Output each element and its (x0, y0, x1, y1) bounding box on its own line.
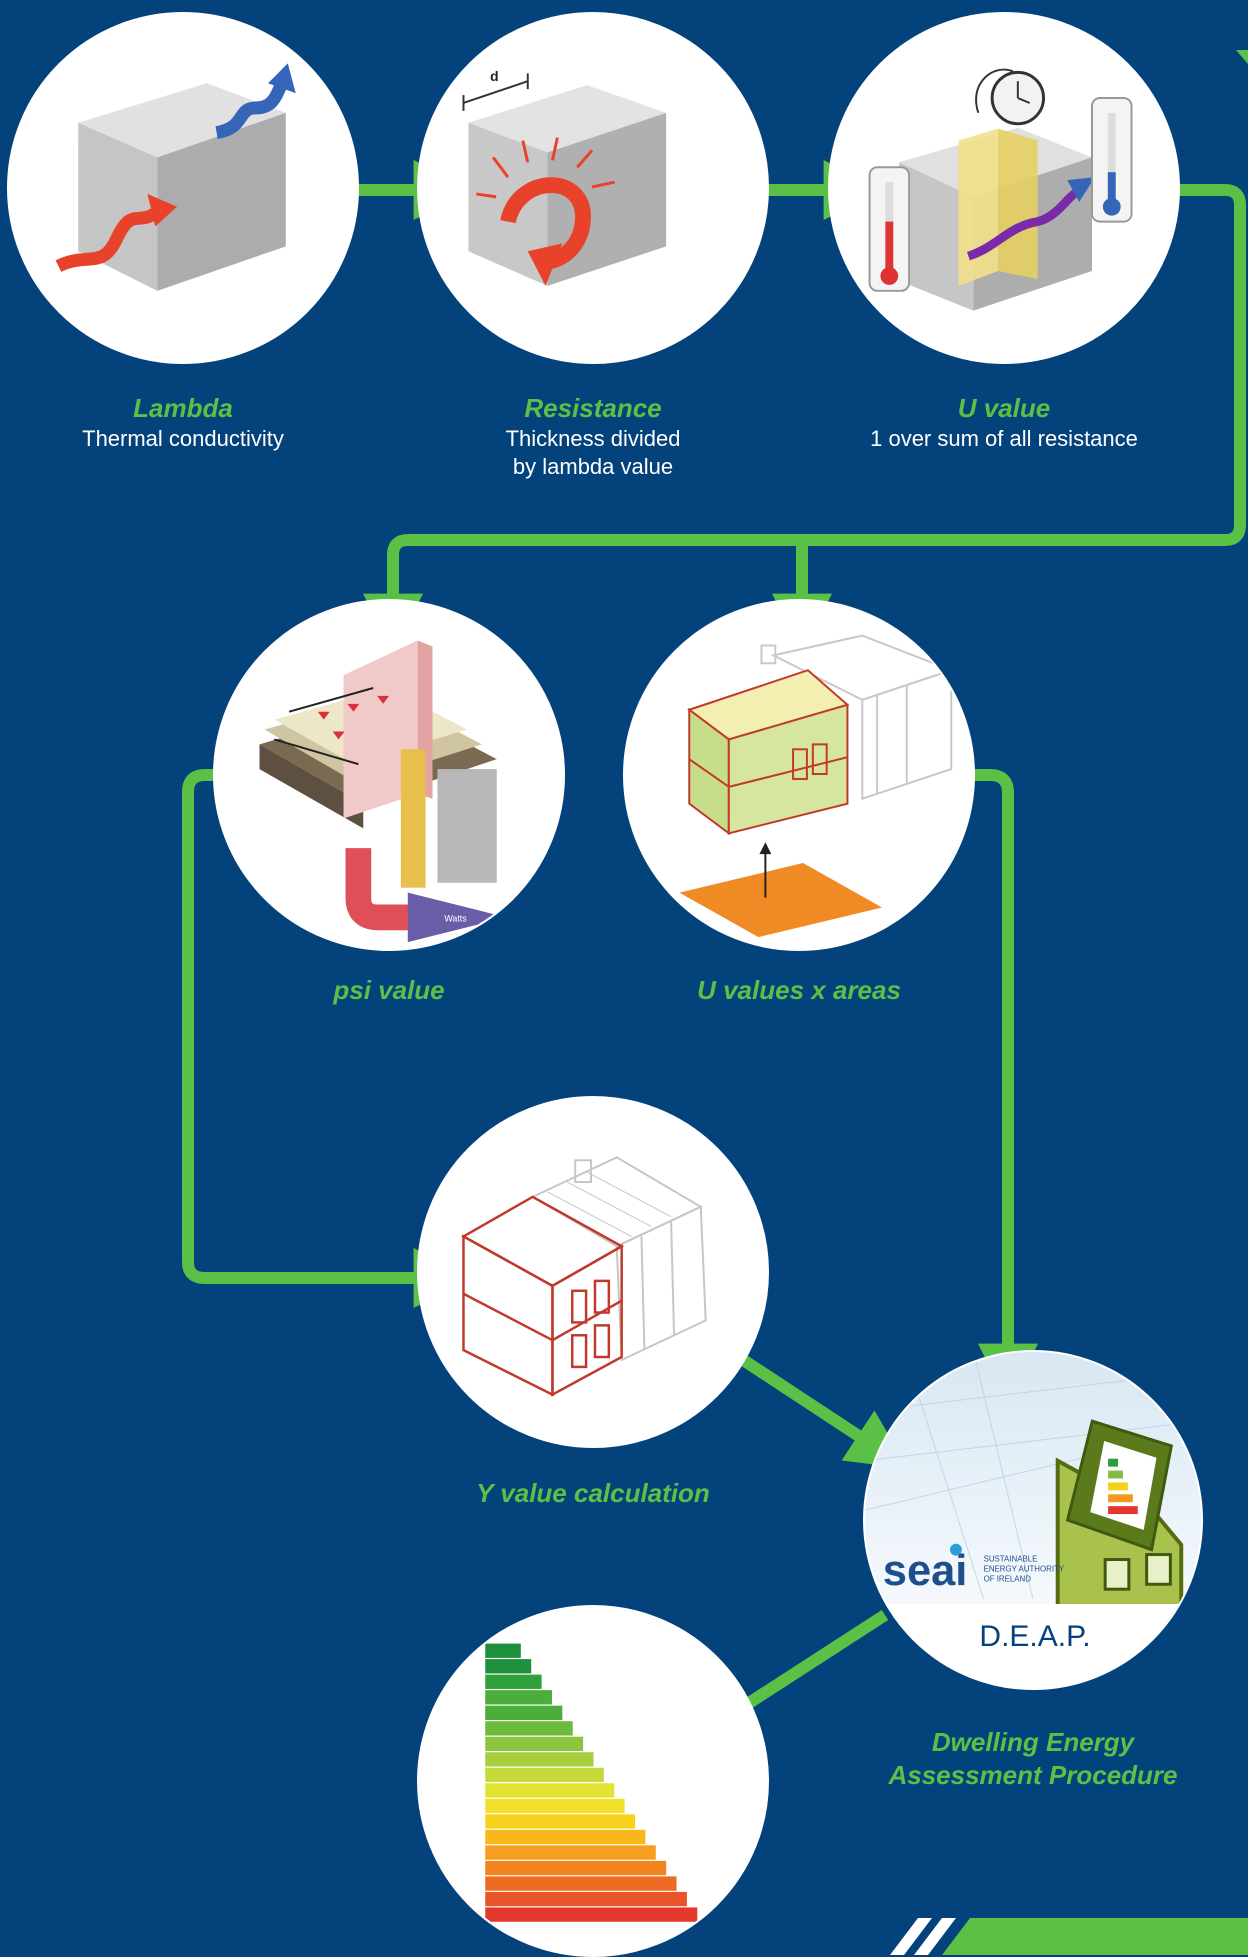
yvalue-title: Y value calculation (476, 1478, 710, 1508)
arrow-uvalue-to-row2 (363, 184, 1246, 654)
deap-badge: D.E.A.P. (979, 1620, 1091, 1653)
resistance-title: Resistance (524, 393, 662, 423)
ber-band (485, 1643, 521, 1658)
uvalue-node (828, 12, 1180, 364)
ber-band (485, 1891, 687, 1907)
seai-logo-tagline-1: SUSTAINABLE (984, 1555, 1038, 1564)
ber-band (485, 1829, 646, 1845)
deap-title-line2: Assessment Procedure (888, 1760, 1178, 1791)
ber-band (485, 1907, 698, 1922)
uareas-title: U values x areas (697, 975, 901, 1005)
deap-node: seai SUSTAINABLE ENERGY AUTHORITY OF IRE… (863, 1350, 1203, 1690)
lambda-subtitle: Thermal conductivity (82, 426, 284, 452)
ber-band (485, 1659, 532, 1674)
yvalue-caption: Y value calculation (443, 1477, 743, 1510)
lambda-caption: Lambda Thermal conductivity (33, 392, 333, 453)
ber-band (485, 1876, 677, 1891)
ber-band (485, 1690, 552, 1705)
deap-title-line1: Dwelling Energy (931, 1727, 1135, 1757)
ber-band (485, 1721, 573, 1736)
deap-illustration: seai SUSTAINABLE ENERGY AUTHORITY OF IRE… (865, 1352, 1201, 1688)
yvalue-illustration (460, 1156, 707, 1397)
ber-band (485, 1860, 667, 1876)
uareas-node (623, 599, 975, 951)
seai-logo-word: seai (883, 1547, 968, 1595)
psi-caption: psi value (239, 974, 539, 1007)
resistance-caption: Resistance Thickness divided by lambda v… (443, 392, 743, 482)
ber-rating-node (417, 1605, 769, 1957)
resistance-node: d (417, 12, 769, 364)
psi-illustration: Watts (259, 640, 507, 943)
uvalue-illustration (868, 68, 1133, 311)
resistance-subtitle-line1: Thickness divided (505, 426, 681, 452)
uvalue-caption: U value 1 over sum of all resistance (839, 392, 1169, 453)
lambda-node (7, 12, 359, 364)
seai-logo-tagline-2: ENERGY AUTHORITY (984, 1564, 1065, 1573)
yvalue-node (417, 1096, 769, 1448)
uareas-illustration (679, 634, 955, 938)
ber-band (485, 1767, 604, 1783)
arrow-yvalue-to-deap (724, 1344, 909, 1469)
seai-logo-tagline-3: OF IRELAND (984, 1574, 1032, 1583)
arrow-uareas-to-deap (942, 769, 1038, 1404)
corner-stripe (890, 1918, 1248, 1955)
ber-band (485, 1736, 584, 1752)
resistance-subtitle-line2: by lambda value (512, 454, 674, 480)
ber-band (485, 1783, 615, 1798)
ber-band (485, 1674, 542, 1689)
psi-arrow-label: Watts (444, 913, 467, 923)
psi-node: Watts (213, 599, 565, 951)
uvalue-title: U value (957, 393, 1051, 423)
ber-band (485, 1845, 656, 1860)
ber-band (485, 1814, 636, 1829)
arrow-psi-to-yvalue (182, 769, 474, 1308)
ber-band (485, 1798, 625, 1814)
ber-band (485, 1705, 563, 1721)
psi-title: psi value (333, 975, 445, 1005)
ber-band (485, 1752, 594, 1767)
deap-caption: Dwelling Energy Assessment Procedure (823, 1726, 1243, 1793)
resistance-dimension-label: d (490, 68, 498, 84)
uvalue-subtitle: 1 over sum of all resistance (870, 426, 1138, 452)
lambda-title: Lambda (133, 393, 233, 423)
uareas-caption: U values x areas (649, 974, 949, 1007)
ber-rating-illustration (485, 1643, 698, 1922)
corner-arrow-tip (1236, 50, 1248, 64)
lambda-illustration (55, 63, 296, 291)
resistance-illustration: d (462, 68, 667, 286)
